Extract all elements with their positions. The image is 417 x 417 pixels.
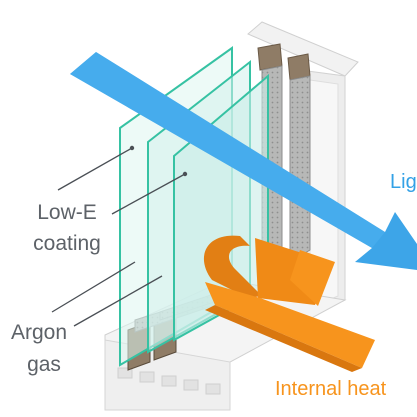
callout-line-argon-2 [73, 275, 163, 327]
callout-line-lowe-2 [111, 173, 186, 215]
heat-arrow [203, 235, 375, 372]
callout-lines [51, 145, 188, 327]
light-label: Lig [390, 171, 417, 193]
argon-label-line1: Argon [10, 321, 68, 344]
callout-line-lowe-1 [57, 147, 133, 191]
callout-line-argon-1 [51, 261, 136, 313]
light-arrow [70, 52, 417, 270]
low-e-label-line1: Low-E [37, 201, 97, 224]
low-e-label-line2: coating [33, 232, 101, 255]
internal-heat-label: Internal heat [275, 378, 387, 400]
frame-top [247, 21, 359, 77]
argon-label-line2: gas [27, 353, 61, 376]
